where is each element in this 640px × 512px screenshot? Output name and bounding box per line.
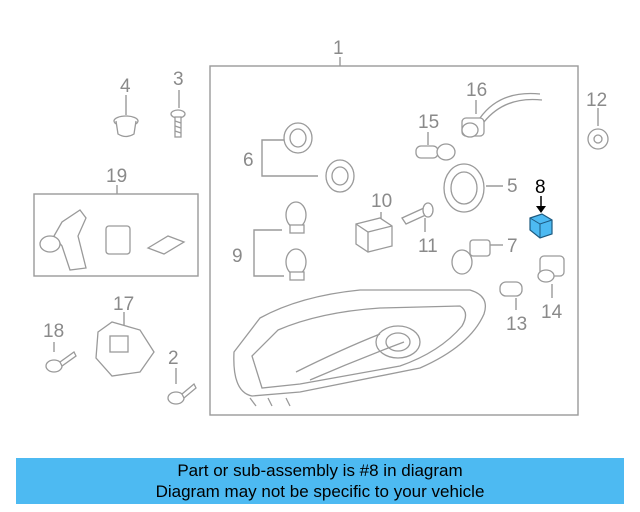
part-6-rings	[261, 122, 355, 193]
callout-14: 14	[541, 302, 563, 323]
callout-18: 18	[43, 321, 64, 342]
part-4-plug	[113, 95, 139, 138]
bracket-subbox	[33, 193, 199, 277]
callout-1: 1	[333, 38, 344, 59]
part-17-bracket	[95, 312, 155, 377]
caption-line-2: Diagram may not be specific to your vehi…	[155, 482, 485, 501]
assembly-frame	[209, 65, 579, 416]
part-16-socket	[461, 92, 543, 138]
parts-diagram: 1 19 4 3 6 9 10	[33, 38, 609, 416]
part-5-ring	[443, 163, 503, 213]
callout-8: 8	[535, 177, 546, 198]
callout-15: 15	[418, 112, 439, 133]
part-8-connector	[529, 196, 553, 239]
callout-9: 9	[232, 246, 243, 267]
callout-17: 17	[113, 294, 134, 315]
caption-banner: Part or sub-assembly is #8 in diagram Di…	[16, 458, 624, 504]
part-2-screw	[167, 368, 197, 405]
part-10-motor	[355, 212, 393, 253]
callout-6: 6	[243, 150, 254, 171]
headlight-housing	[233, 289, 487, 407]
caption-line-1: Part or sub-assembly is #8 in diagram	[177, 461, 463, 480]
callout-19: 19	[106, 166, 127, 187]
part-3-screw	[170, 90, 186, 138]
part-15-bulb	[415, 132, 456, 161]
part-18-screw	[45, 342, 77, 373]
callout-5: 5	[507, 176, 518, 197]
callout-11: 11	[418, 236, 438, 257]
part-7-bulb	[451, 239, 503, 275]
part-14-socket	[537, 255, 565, 298]
part-8-highlight	[529, 213, 553, 239]
part-13-bulb	[499, 281, 523, 310]
part-11-screw	[401, 202, 434, 232]
callout-2: 2	[168, 348, 179, 369]
callout-4: 4	[120, 76, 131, 97]
callout-7: 7	[507, 236, 518, 257]
callout-16: 16	[466, 80, 487, 101]
callout-12: 12	[586, 90, 607, 111]
part-19-bracket	[39, 209, 186, 271]
part-9-bulbs	[253, 201, 307, 281]
part-12-grommet	[587, 108, 609, 150]
callout-3: 3	[173, 69, 184, 90]
callout-10: 10	[371, 191, 392, 212]
callout-13: 13	[506, 314, 527, 335]
